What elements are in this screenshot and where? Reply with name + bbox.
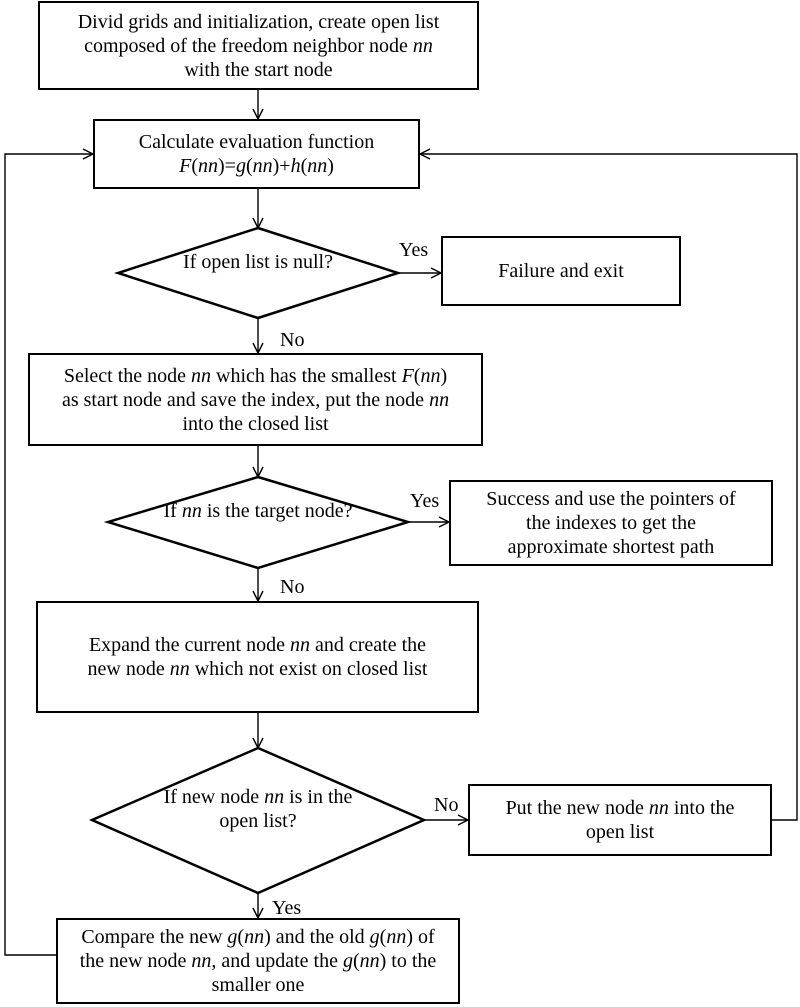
label-no-2: No: [280, 576, 305, 598]
decision-target-node: If nn is the target node?: [163, 500, 353, 522]
label-yes-failure: Yes: [399, 239, 429, 261]
step-failure-exit: Failure and exit: [441, 236, 681, 306]
label-yes-3: Yes: [272, 897, 302, 919]
step-expand-current-node: Expand the current node nn and create th…: [36, 601, 479, 713]
init-line-3: with the start node: [184, 58, 333, 81]
step-initialize: Divid grids and initialization, create o…: [38, 1, 479, 90]
decision-open-list-null-shape: [113, 226, 403, 320]
label-no-1: No: [280, 329, 305, 351]
arrow-put-loop-back: [420, 154, 798, 821]
calc-line-1: Calculate evaluation function: [138, 131, 375, 153]
decision-target-node-shape: [103, 475, 413, 570]
arrow-compare-loop-back: [4, 154, 93, 956]
decision-in-open-list-shape: [88, 746, 428, 895]
label-yes-success: Yes: [410, 490, 440, 512]
init-line-2: composed of the freedom neighbor node nn: [84, 34, 433, 57]
step-put-into-open-list: Put the new node nn into the open list: [468, 784, 772, 856]
step-compare-update-g: Compare the new g(nn) and the old g(nn) …: [56, 918, 460, 1004]
decision-in-open-list: If new node nn is in the open list?: [163, 786, 353, 832]
step-calculate-evaluation: Calculate evaluation function F(nn)=g(nn…: [93, 119, 420, 189]
step-select-smallest-node: Select the node nn which has the smalles…: [28, 353, 483, 446]
decision-open-list-null: If open list is null?: [183, 251, 333, 273]
calc-formula: F(nn)=g(nn)+h(nn): [179, 155, 334, 177]
label-no-3: No: [434, 794, 459, 816]
init-line-1: Divid grids and initialization, create o…: [77, 10, 440, 33]
step-success-shortest-path: Success and use the pointers of the inde…: [449, 480, 773, 566]
